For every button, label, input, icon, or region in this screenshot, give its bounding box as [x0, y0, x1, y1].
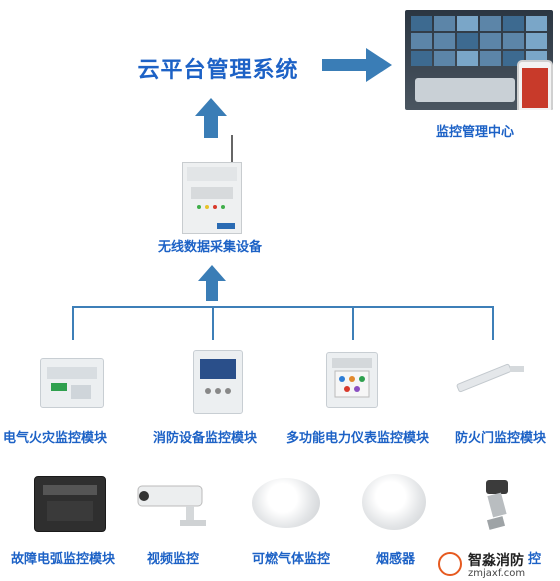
- module-label: 电气火灾监控模块: [3, 431, 108, 446]
- fire-equipment-module-icon: [193, 350, 243, 414]
- monitoring-center-image: [405, 10, 553, 110]
- bus-drop: [492, 306, 494, 340]
- watermark-name: 智淼消防: [468, 553, 524, 569]
- wireless-collector-image: [182, 162, 242, 234]
- arc-fault-module-icon: [34, 476, 106, 532]
- module-label: 可燃气体监控: [252, 552, 331, 567]
- module-label: 控: [528, 552, 542, 567]
- power-meter-module-icon: [326, 352, 378, 408]
- bus-drop: [72, 306, 74, 340]
- antenna-icon: [231, 135, 233, 163]
- module-label: 多功能电力仪表监控模块: [286, 431, 430, 446]
- module-label: 视频监控: [147, 552, 200, 567]
- arrow-up-icon: [198, 265, 226, 301]
- fire-door-module-icon: [448, 362, 528, 398]
- watermark-icon: [438, 552, 462, 576]
- bus-drop: [352, 306, 354, 340]
- bus-drop: [212, 306, 214, 340]
- module-label: 故障电弧监控模块: [11, 552, 116, 567]
- module-label: 防火门监控模块: [455, 431, 547, 446]
- camera-icon: [136, 480, 216, 530]
- bus-line: [72, 306, 494, 308]
- monitoring-center-label: 监控管理中心: [435, 125, 514, 140]
- watermark-url: zmjaxf.com: [468, 568, 526, 579]
- wireless-collector-label: 无线数据采集设备: [157, 240, 262, 255]
- module-label: 消防设备监控模块: [153, 431, 258, 446]
- electrical-fire-module-icon: [40, 358, 104, 408]
- module-label: 烟感器: [376, 552, 416, 567]
- phone-icon: [517, 60, 553, 110]
- watermark-logo: 智淼消防 zmjaxf.com: [438, 550, 560, 581]
- system-title: 云平台管理系统: [137, 58, 299, 83]
- arrow-right-icon: [322, 48, 392, 82]
- gas-detector-icon: [252, 478, 320, 528]
- arrow-up-icon: [195, 98, 227, 138]
- pressure-sensor-icon: [478, 476, 518, 532]
- smoke-detector-icon: [362, 474, 426, 530]
